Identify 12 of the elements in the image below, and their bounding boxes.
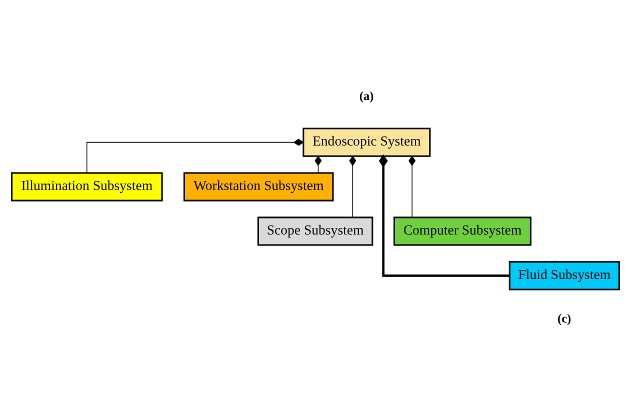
connector (408, 156, 416, 218)
node-box: Endoscopic System (302, 128, 431, 157)
connector (378, 154, 510, 277)
node-box: Scope Subsystem (257, 216, 374, 246)
node-box: Illumination Subsystem (11, 172, 163, 202)
connector (86, 138, 304, 174)
node-box: Fluid Subsystem (508, 261, 620, 290)
label: (c) (558, 311, 572, 326)
node-box: Computer Subsystem (393, 216, 532, 246)
node-box: Workstation Subsystem (183, 172, 334, 202)
connector (349, 156, 356, 218)
label: (a) (359, 89, 374, 104)
